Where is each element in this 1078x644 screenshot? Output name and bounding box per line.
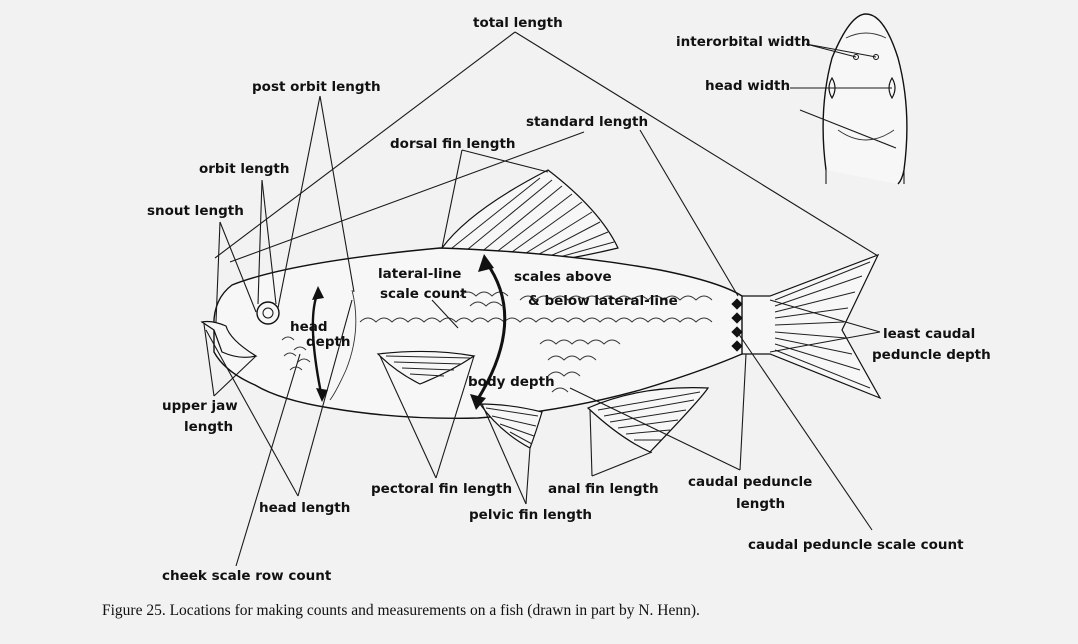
label-upper-jaw-2: length [184, 419, 233, 435]
anal-fin-rays [597, 391, 701, 441]
body-depth-arrow [474, 261, 507, 403]
label-head-depth-1: head [290, 319, 328, 335]
label-least-caudal-2: peduncle depth [872, 347, 991, 363]
label-snout-length: snout length [147, 203, 244, 219]
labels: total length post orbit length interorbi… [147, 15, 991, 584]
leader-lines [203, 31, 897, 567]
label-dorsal-fin-length: dorsal fin length [390, 136, 516, 152]
pelvic-fin-rays [485, 407, 539, 445]
pectoral-fin-rays [385, 355, 471, 377]
label-lateral-line-2: scale count [380, 286, 467, 302]
label-head-length: head length [259, 500, 350, 516]
pelvic-fin [478, 403, 543, 449]
label-post-orbit-length: post orbit length [252, 79, 381, 95]
caudal-fin-rays [774, 261, 871, 389]
cheek-scales [281, 336, 311, 371]
label-scales-above-1: scales above [514, 269, 612, 285]
mouth [200, 320, 258, 358]
label-orbit-length: orbit length [199, 161, 290, 177]
label-caudal-peduncle-length-1: caudal peduncle [688, 474, 812, 490]
lateral-line-scales [359, 291, 713, 393]
anal-fin [586, 387, 710, 453]
pectoral-fin [376, 350, 476, 385]
figure-caption: Figure 25. Locations for making counts a… [102, 602, 700, 619]
label-caudal-peduncle-length-2: length [736, 496, 785, 512]
label-pelvic-fin-length: pelvic fin length [469, 507, 592, 523]
label-lateral-line-1: lateral-line [378, 266, 461, 282]
label-total-length: total length [473, 15, 563, 31]
label-standard-length: standard length [526, 114, 648, 130]
label-anal-fin-length: anal fin length [548, 481, 659, 497]
label-cheek-scale-row-count: cheek scale row count [162, 568, 332, 584]
label-pectoral-fin-length: pectoral fin length [371, 481, 512, 497]
caudal-fin [739, 253, 882, 400]
fish-illustration [200, 169, 882, 453]
label-scales-above-2: & below lateral-line [528, 293, 678, 309]
label-caudal-peduncle-scale-count: caudal peduncle scale count [748, 537, 964, 553]
label-upper-jaw-1: upper jaw [162, 398, 238, 414]
label-head-depth-2: depth [306, 334, 351, 350]
operculum [329, 289, 357, 401]
label-interorbital-width: interorbital width [676, 34, 810, 50]
head-dorsal-view [822, 13, 908, 185]
label-head-width: head width [705, 78, 790, 94]
label-body-depth: body depth [468, 374, 555, 390]
eye [256, 301, 280, 325]
label-least-caudal-1: least caudal [883, 326, 975, 342]
